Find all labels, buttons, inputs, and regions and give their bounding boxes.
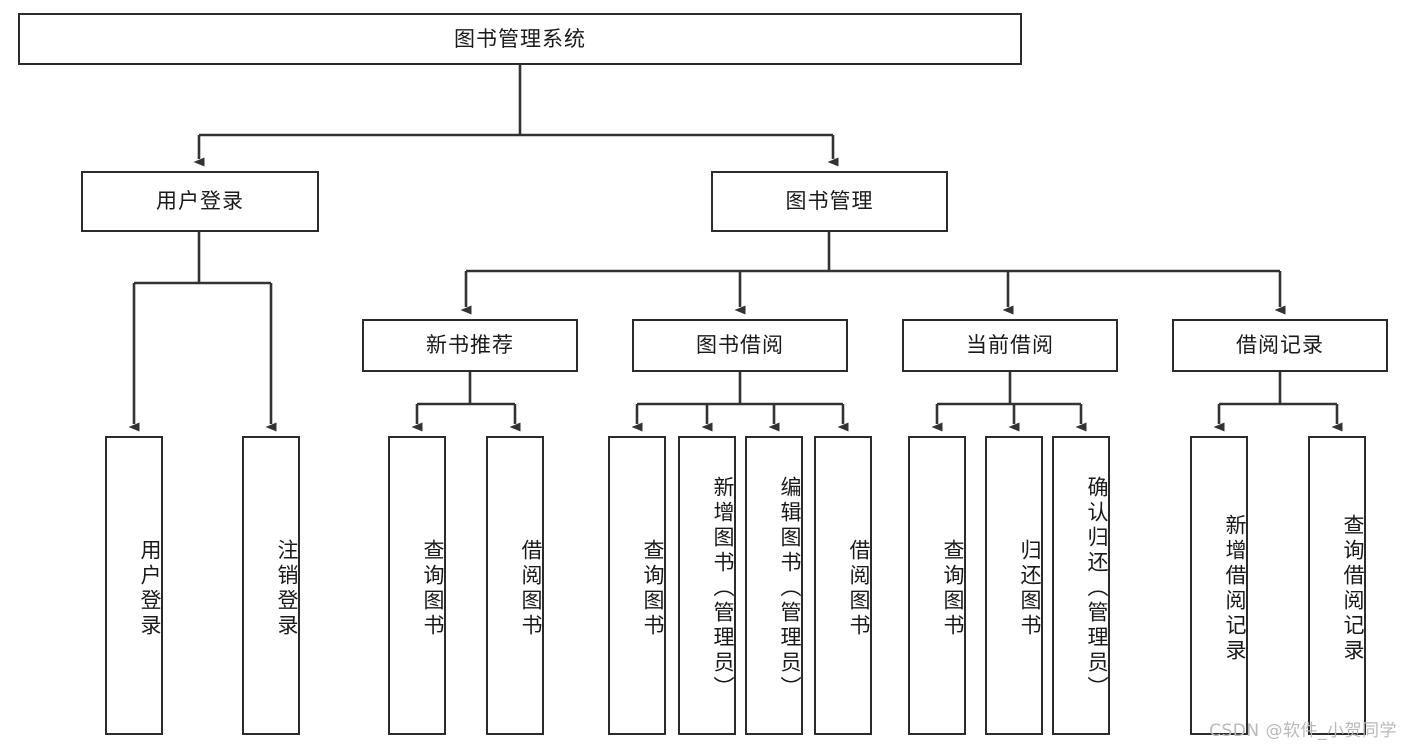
node-cb-confirm-return-label: 确认归还（管理员） (1085, 476, 1109, 701)
node-cb-query-book[interactable]: 查询图书 (908, 436, 966, 735)
node-user-login-do[interactable]: 用户登录 (105, 436, 163, 735)
node-new-book-recommend-label: 新书推荐 (426, 333, 514, 357)
node-book-management-label: 图书管理 (785, 189, 874, 213)
node-user-login-do-label: 用户登录 (138, 538, 162, 639)
node-cb-query-book-label: 查询图书 (941, 538, 965, 639)
node-cb-return-book[interactable]: 归还图书 (985, 436, 1043, 735)
node-cb-confirm-return[interactable]: 确认归还（管理员） (1052, 436, 1110, 735)
node-br-query-record[interactable]: 查询借阅记录 (1308, 436, 1366, 735)
node-current-borrow[interactable]: 当前借阅 (902, 319, 1118, 372)
node-user-login[interactable]: 用户登录 (81, 171, 319, 232)
node-book-borrow[interactable]: 图书借阅 (632, 319, 848, 372)
node-bb-edit-book[interactable]: 编辑图书（管理员） (745, 436, 803, 735)
node-br-add-record[interactable]: 新增借阅记录 (1190, 436, 1248, 735)
csdn-watermark: CSDN @软件_小贺同学 (1209, 721, 1397, 741)
node-bb-add-book-label: 新增图书（管理员） (711, 476, 735, 701)
node-bb-borrow-book[interactable]: 借阅图书 (814, 436, 872, 735)
node-borrow-records-label: 借阅记录 (1236, 333, 1324, 357)
node-nb-borrow-book-label: 借阅图书 (519, 538, 543, 639)
node-bb-edit-book-label: 编辑图书（管理员） (778, 476, 802, 701)
node-br-add-record-label: 新增借阅记录 (1223, 513, 1247, 664)
node-book-management[interactable]: 图书管理 (711, 171, 948, 232)
node-user-logout-label: 注销登录 (275, 538, 299, 639)
node-new-book-recommend[interactable]: 新书推荐 (362, 319, 578, 372)
node-nb-query-book[interactable]: 查询图书 (388, 436, 446, 735)
node-user-logout[interactable]: 注销登录 (242, 436, 300, 735)
node-bb-query-book[interactable]: 查询图书 (608, 436, 666, 735)
node-br-query-record-label: 查询借阅记录 (1341, 513, 1365, 664)
node-cb-return-book-label: 归还图书 (1018, 538, 1042, 639)
node-root-label: 图书管理系统 (454, 26, 586, 51)
node-user-login-label: 用户登录 (156, 189, 244, 213)
node-root[interactable]: 图书管理系统 (18, 13, 1022, 65)
node-bb-add-book[interactable]: 新增图书（管理员） (678, 436, 736, 735)
node-bb-borrow-book-label: 借阅图书 (847, 538, 871, 639)
node-book-borrow-label: 图书借阅 (696, 333, 784, 357)
node-current-borrow-label: 当前借阅 (966, 333, 1054, 357)
node-nb-borrow-book[interactable]: 借阅图书 (486, 436, 544, 735)
node-borrow-records[interactable]: 借阅记录 (1172, 319, 1388, 372)
node-bb-query-book-label: 查询图书 (641, 538, 665, 639)
node-nb-query-book-label: 查询图书 (421, 538, 445, 639)
